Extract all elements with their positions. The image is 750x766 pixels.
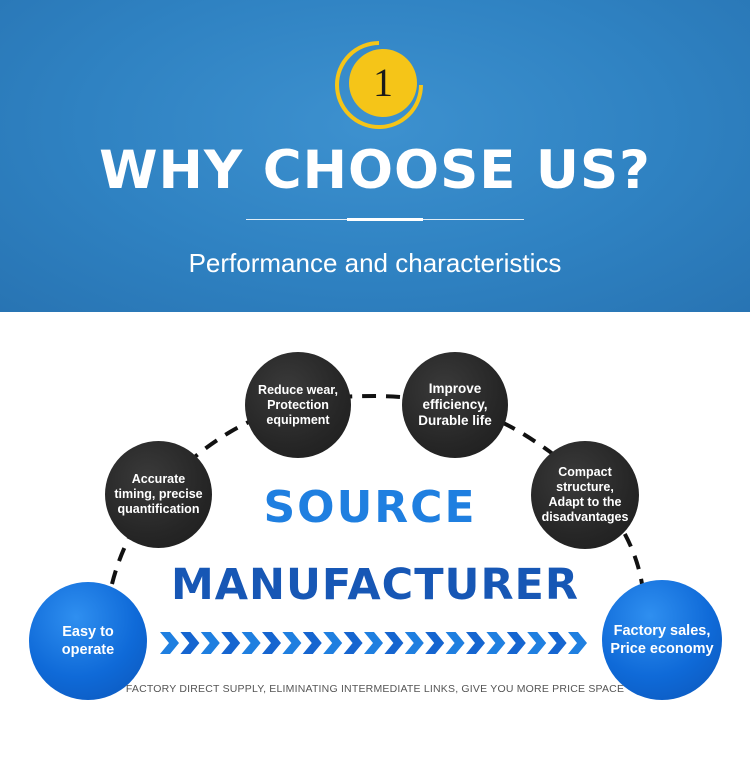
chevron-arrow (323, 632, 343, 654)
feature-factory-sales: Factory sales, Price economy (602, 580, 722, 700)
feature-label: Reduce wear, Protection equipment (258, 382, 338, 427)
chevron-arrow (547, 632, 567, 654)
chevron-arrow (221, 632, 241, 654)
chevron-arrow (262, 632, 281, 654)
dashed-arc (110, 393, 644, 585)
number-badge-text: 1 (373, 60, 393, 105)
source-heading: SOURCE (263, 482, 477, 533)
page-subtitle: Performance and characteristics (188, 248, 562, 278)
chevron-arrow (568, 632, 587, 654)
chevron-arrow (302, 632, 322, 654)
chevron-arrow (180, 632, 200, 654)
chevron-arrow (506, 632, 526, 654)
chevron-arrow (445, 632, 465, 654)
chevron-arrow (282, 632, 302, 654)
feature-label: Factory sales, Price economy (610, 623, 714, 657)
feature-accurate-timing: Accurate timing, precise quantification (105, 441, 212, 548)
chevron-arrow (200, 632, 220, 654)
chevron-arrow (241, 632, 261, 654)
divider-accent (347, 218, 423, 221)
feature-label: Easy to operate (61, 624, 115, 658)
chevron-arrow (384, 632, 404, 654)
feature-label: Improve efficiency, Durable life (418, 381, 492, 428)
chevron-arrow (527, 632, 547, 654)
chevron-arrow (425, 632, 445, 654)
feature-improve-efficiency: Improve efficiency, Durable life (402, 352, 508, 458)
page-title: WHY CHOOSE US? (99, 140, 651, 201)
chevron-arrow (364, 632, 383, 654)
chevron-arrow (466, 632, 485, 654)
chevron-arrow (486, 632, 506, 654)
feature-label: Compact structure, Adapt to the disadvan… (541, 465, 629, 524)
chevron-arrows-icon (160, 632, 587, 654)
feature-reduce-wear: Reduce wear, Protection equipment (245, 352, 351, 458)
feature-label: Accurate timing, precise quantification (114, 472, 203, 516)
chevron-arrow (404, 632, 424, 654)
manufacturer-heading: MANUFACTURER (170, 560, 580, 610)
banner: 1 WHY CHOOSE US? Performance and charact… (0, 0, 750, 312)
caption: FACTORY DIRECT SUPPLY, ELIMINATING INTER… (125, 683, 625, 695)
feature-easy-to-operate: Easy to operate (29, 582, 147, 700)
chevron-arrow (160, 632, 179, 654)
chevron-arrow (343, 632, 363, 654)
number-badge-icon: 1 (335, 41, 423, 129)
feature-compact-structure: Compact structure, Adapt to the disadvan… (531, 441, 639, 549)
